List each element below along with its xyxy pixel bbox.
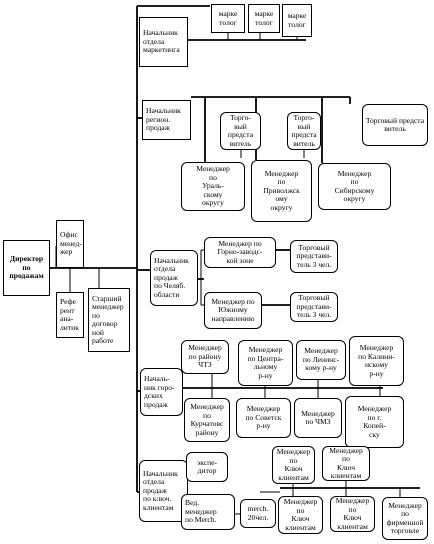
chtz-manager-box: Менеджер по району ЧТЗ [181,340,229,374]
sales-rep-box: Торго- вый предста витель [220,112,261,150]
key-clients-head-box: Начальник отдела продаж по ключ. клиента… [139,460,188,522]
marketer-box: марке толог [248,4,280,33]
director-box: Директор по продажам [3,240,50,296]
kalininsky-manager-box: Менеджер по Калини- нскому р-ну [349,336,404,386]
sales-rep-box: Торговый предста витель [362,104,428,146]
kopeysk-manager-box: Менеджер по г. Копей- ску [345,396,404,448]
leninsky-manager-box: Менеджер по Ленинс- кому р-ну [296,340,346,380]
marketer-box: марке толог [211,4,245,33]
chmz-manager-box: Менеджер по ЧМЗ [294,398,342,438]
key-account-manager-box: Менеджер по Ключ клиентам [322,446,370,481]
merch-count-box: merch. 20чел. [240,499,276,528]
forwarder-box: экспе- дитор [186,452,228,482]
referent-analyst-box: Рефе рент ана- литик [56,292,84,338]
city-sales-head-box: Началь- ник горо- дских продаж [140,368,183,416]
key-account-manager-box: Менеджер по Ключ клиентам [278,496,323,534]
siberia-manager-box: Менеджер по Сибирскому округу [318,163,391,210]
lead-merch-manager-box: Вед. менеджер по Merch. [181,494,235,530]
volga-manager-box: Менеджер по Приволжск ому округу [251,160,312,222]
ural-manager-box: Менеджер по Ураль- скому округу [181,162,245,211]
sales-rep-box: Торго- вый предста витель [287,112,321,150]
sovetsky-manager-box: Менеджер по Советск р-ну [236,398,291,438]
sales-rep-box: Торговый представи- тель 3 чел. [290,240,338,273]
key-account-manager-box: Менеджер по Ключ клиентам [272,446,315,484]
brand-retail-manager-box: Менеджер по фирменной торговле [382,497,428,540]
south-direction-manager-box: Менеджер по Южному направлению [204,292,262,329]
chelyabinsk-head-box: Начальник отдела продаж по Челяб. област… [150,250,198,306]
office-manager-box: Офис менед- жер [56,220,84,268]
mining-zone-manager-box: Менеджер по Горно-заводс- кой зоне [204,237,276,268]
key-account-manager-box: Менеджер по Ключ клиентам [330,496,375,532]
marketer-box: марке толог [282,4,312,37]
regional-head-box: Начальник регион. продаж [142,100,191,140]
marketing-head-box: Начальник отдела маркетинга [139,17,188,67]
sales-rep-box: Торговый представи- тель 3 чел. [290,292,338,322]
senior-manager-box: Старший менеджер по договор ной работе [88,288,130,352]
kurchatovsky-manager-box: Менеджер по Курчатовс району [184,398,230,442]
central-manager-box: Менеджер по Центра- льному р-ну [238,340,293,386]
